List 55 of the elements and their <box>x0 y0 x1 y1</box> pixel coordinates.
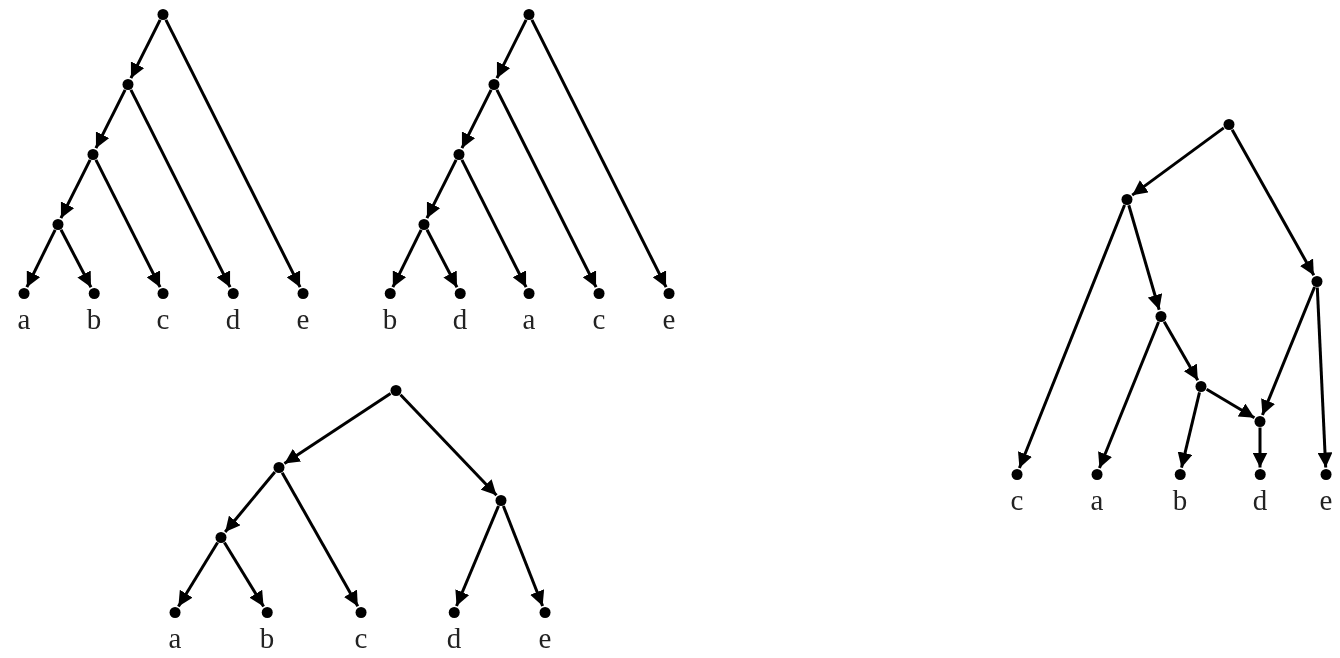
arrow <box>460 89 493 149</box>
leaf-label: c <box>1010 484 1024 515</box>
arrow <box>391 229 423 288</box>
leaf-label: a <box>522 303 536 334</box>
leaf-label: b <box>382 303 398 334</box>
arrow <box>1315 287 1333 468</box>
leaf-label: b <box>259 622 275 653</box>
arrow <box>1127 204 1163 311</box>
arrow <box>94 89 127 149</box>
arrow <box>177 541 219 608</box>
leaf-label: c <box>156 303 170 334</box>
arrow <box>25 229 57 288</box>
leaf-label: e <box>296 303 310 334</box>
arrow <box>164 19 302 288</box>
leaf-label: e <box>1319 484 1333 515</box>
arrow <box>129 19 162 79</box>
leaf-label: c <box>592 303 606 334</box>
leaf-label: d <box>446 622 462 653</box>
arrow <box>223 541 265 608</box>
leaf-label: d <box>1252 484 1268 515</box>
arrow <box>425 159 458 219</box>
arrow <box>280 471 360 608</box>
arrow <box>129 89 232 288</box>
leaf-label: d <box>452 303 468 334</box>
arrow <box>1230 128 1316 277</box>
leaf-label: a <box>1090 484 1104 515</box>
arrow <box>460 159 528 288</box>
arrow <box>495 19 528 79</box>
leaf-label: a <box>17 303 31 334</box>
leaf-label: c <box>354 622 368 653</box>
arrow <box>224 471 276 533</box>
arrow <box>502 505 545 607</box>
leaf-label: d <box>225 303 241 334</box>
arrow <box>1261 286 1316 416</box>
arrow <box>425 229 459 288</box>
arrow <box>1205 388 1256 419</box>
arrow <box>530 19 668 288</box>
leaf-label: e <box>662 303 676 334</box>
arrow <box>1177 391 1201 469</box>
arrow <box>1252 427 1268 468</box>
leaf-label: e <box>538 622 552 653</box>
leaf-label: b <box>86 303 102 334</box>
leaf-label: a <box>168 622 182 653</box>
arrow <box>1131 126 1225 197</box>
arrow <box>1098 321 1160 469</box>
arrow <box>59 229 93 288</box>
arrow <box>94 159 162 288</box>
arrow <box>495 89 598 288</box>
arrow <box>399 393 498 497</box>
arrow <box>1162 320 1200 382</box>
leaf-label: b <box>1172 484 1188 515</box>
arrow <box>59 159 92 219</box>
arrow <box>455 505 500 607</box>
arrow <box>1018 204 1126 469</box>
arrow <box>283 392 392 465</box>
